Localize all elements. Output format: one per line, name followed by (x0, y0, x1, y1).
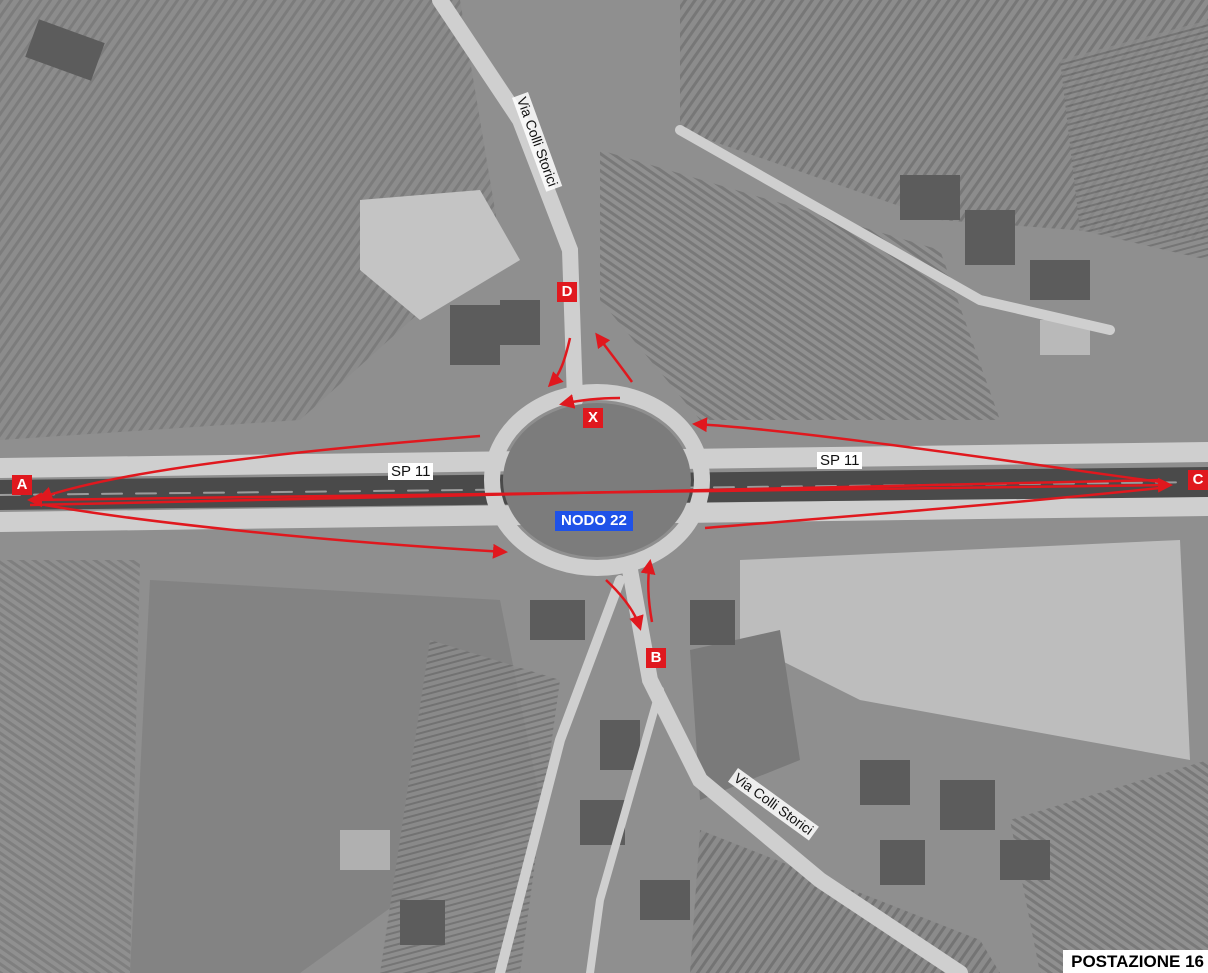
marker-a: A (12, 475, 32, 495)
route-lines (27, 332, 1173, 631)
marker-d: D (557, 282, 577, 302)
station-label: POSTAZIONE 16 (1063, 950, 1208, 973)
node-label: NODO 22 (555, 511, 633, 531)
marker-b: B (646, 648, 666, 668)
marker-c: C (1188, 470, 1208, 490)
marker-x: X (583, 408, 603, 428)
buildings (25, 19, 1090, 945)
road-label-sp11-east: SP 11 (817, 452, 863, 469)
road-label-sp11-west: SP 11 (388, 463, 434, 480)
